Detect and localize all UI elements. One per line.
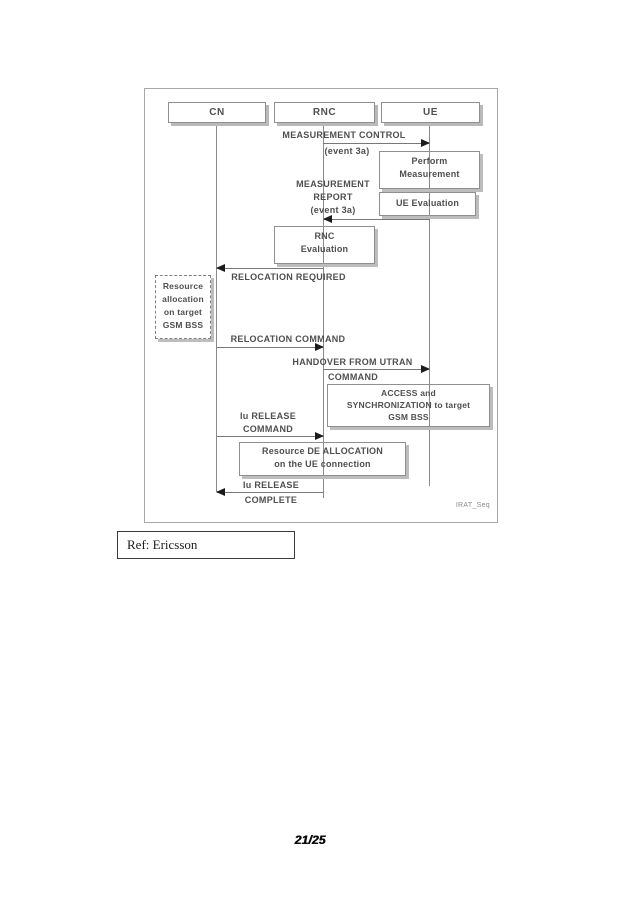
activity-line: RNC: [314, 231, 335, 241]
activity-box-access-synchronization: ACCESS and SYNCHRONIZATION to target GSM…: [327, 384, 490, 427]
sequence-diagram-frame: CN RNC UE MEASUREMENT CONTROL (event 3a)…: [144, 88, 498, 523]
page-number: 21/25: [294, 833, 326, 847]
activity-box-ue-evaluation: UE Evaluation: [379, 192, 476, 216]
lifeline-ue: [429, 121, 430, 486]
actor-box-ue: UE: [381, 102, 480, 123]
arrowhead-right-icon: [421, 365, 430, 373]
diagram-caption: IRAT_Seq: [455, 502, 490, 509]
activity-line: SYNCHRONIZATION to target: [346, 400, 471, 410]
activity-line: Measurement: [399, 169, 460, 179]
activity-line: on the UE connection: [274, 459, 371, 469]
reference-text: Ref: Ericsson: [127, 537, 198, 552]
arrowhead-left-icon: [216, 488, 225, 496]
activity-line: Resource DE ALLOCATION: [262, 446, 383, 456]
message-line-text: REPORT: [313, 192, 353, 202]
actor-box-rnc: RNC: [274, 102, 375, 123]
activity-line: ACCESS and: [381, 388, 436, 398]
message-label-iu-release-complete: Iu RELEASE: [242, 480, 299, 490]
message-line-iu-release-complete: [217, 492, 323, 493]
activity-line: GSM BSS: [388, 412, 429, 422]
arrowhead-left-icon: [323, 215, 332, 223]
message-label-measurement-report: MEASUREMENT REPORT (event 3a): [283, 178, 383, 217]
activity-line: Evaluation: [300, 244, 349, 254]
message-sublabel-measurement-control: (event 3a): [324, 146, 370, 156]
lifeline-rnc: [323, 121, 324, 498]
arrowhead-right-icon: [315, 343, 324, 351]
message-sublabel-handover-command: COMMAND: [327, 372, 379, 382]
arrowhead-left-icon: [216, 264, 225, 272]
lifeline-cn: [216, 121, 217, 492]
message-line-text: (event 3a): [310, 205, 356, 215]
message-label-relocation-required: RELOCATION REQUIRED: [231, 272, 346, 282]
message-label-relocation-command: RELOCATION COMMAND: [230, 334, 346, 344]
message-label-iu-release-command: Iu RELEASE COMMAND: [228, 410, 308, 436]
message-line-iu-release-command: [217, 436, 323, 437]
activity-box-resource-allocation: Resource allocation on target GSM BSS: [155, 275, 211, 339]
activity-box-rnc-evaluation: RNC Evaluation: [274, 226, 375, 264]
activity-line: UE Evaluation: [395, 198, 460, 208]
activity-line: on target: [163, 307, 203, 317]
message-line-relocation-command: [217, 347, 323, 348]
message-line-measurement-control: [323, 143, 429, 144]
message-label-handover-from-utran: HANDOVER FROM UTRAN: [292, 357, 413, 367]
activity-line: Perform: [411, 156, 448, 166]
activity-line: allocation: [162, 294, 204, 304]
reference-box: Ref: Ericsson: [117, 531, 295, 559]
message-line-handover-from-utran: [323, 369, 429, 370]
activity-line: Resource: [162, 281, 204, 291]
message-line-text: COMMAND: [242, 424, 294, 434]
activity-box-perform-measurement: Perform Measurement: [379, 151, 480, 189]
message-line-measurement-report: [324, 219, 430, 220]
actor-box-cn: CN: [168, 102, 266, 123]
message-line-text: Iu RELEASE: [239, 411, 296, 421]
message-sublabel-iu-release-complete: COMPLETE: [244, 495, 298, 505]
message-label-measurement-control: MEASUREMENT CONTROL: [282, 130, 406, 140]
message-line-text: MEASUREMENT: [296, 179, 370, 189]
message-line-relocation-required: [217, 268, 323, 269]
activity-line: GSM BSS: [162, 320, 204, 330]
arrowhead-right-icon: [315, 432, 324, 440]
arrowhead-right-icon: [421, 139, 430, 147]
activity-box-resource-deallocation: Resource DE ALLOCATION on the UE connect…: [239, 442, 406, 476]
